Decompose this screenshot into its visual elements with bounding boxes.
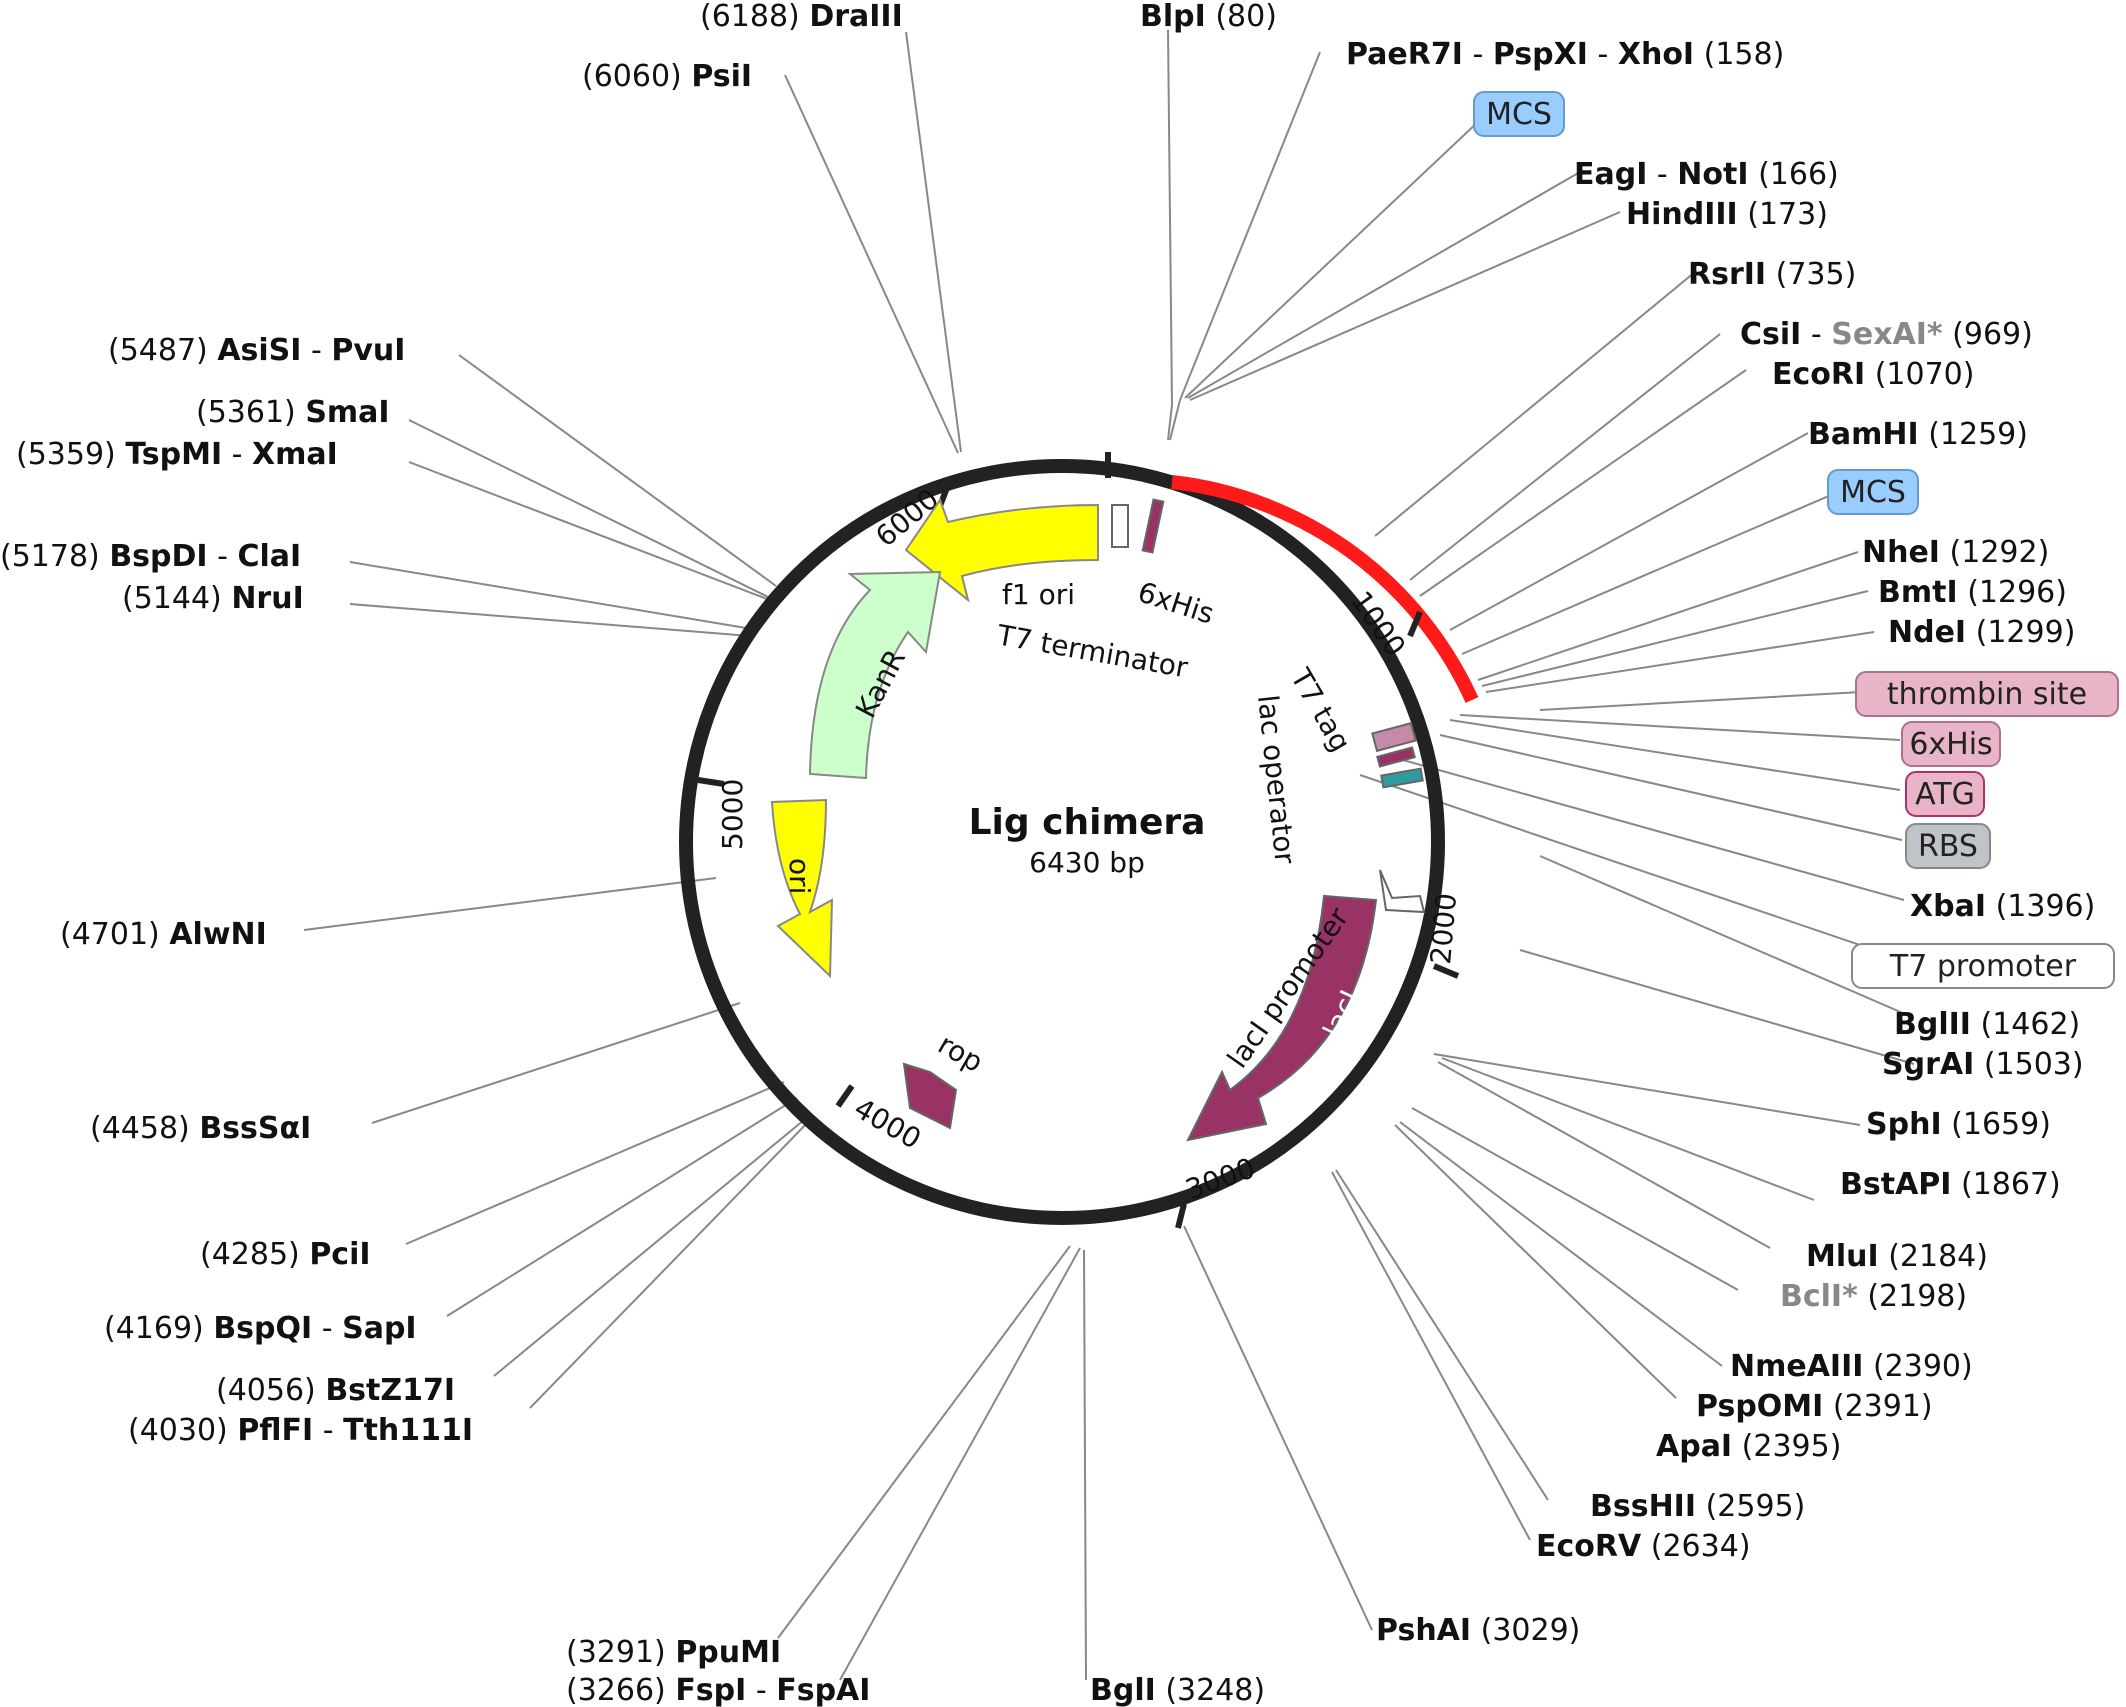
tick-label-2000: 2000 [1424,892,1463,966]
t7-tag-feature [1371,721,1417,753]
his-inner-label: 6xHis [1134,575,1218,630]
mcs-box-top-label: MCS [1486,97,1552,132]
site-smai: (5361) SmaI [196,395,390,430]
site-rsrii: RsrII (735) [1688,257,1856,292]
feature-boxes: MCS MCS thrombin site 6xHis ATG RBS T7 p… [1473,91,2119,989]
site-psii: (6060) PsiI [582,59,752,94]
site-asisi-pvui: (5487) AsiSI - PvuI [108,333,405,368]
plasmid-length: 6430 bp [1029,846,1145,879]
site-nrui: (5144) NruI [122,581,304,616]
site-bspdi-clai: (5178) BspDI - ClaI [0,539,301,574]
ori-arrow [770,798,834,979]
site-draiii: (6188) DraIII [700,0,903,34]
site-fspi-fspai: (3266) FspI - FspAI [566,1673,870,1707]
site-alwni: (4701) AlwNI [60,917,267,952]
site-tspmi-xmai: (5359) TspMI - XmaI [16,437,338,472]
site-pcii: (4285) PciI [200,1237,371,1272]
site-bsshii: BssHII (2595) [1590,1489,1805,1524]
site-bstapi: BstAPI (1867) [1840,1167,2061,1202]
site-sphi: SphI (1659) [1866,1107,2051,1142]
sites-left: (6188) DraIII (6060) PsiI (5487) AsiSI -… [0,0,903,1707]
f1-ori-arrow [904,497,1099,603]
insert-arc [1171,475,1479,703]
f1-ori-label: f1 ori [1002,578,1075,611]
site-bgli: BglI (3248) [1090,1673,1265,1707]
site-ndei: NdeI (1299) [1888,615,2075,650]
site-hindiii: HindIII (173) [1626,197,1828,232]
rbs-box-label: RBS [1918,829,1978,864]
t7-promoter-box [1851,943,2115,989]
site-bamhi: BamHI (1259) [1808,417,2028,452]
atg-box-label: ATG [1915,777,1975,812]
lac-operator-label: lac operator [1251,693,1302,866]
site-ecori: EcoRI (1070) [1772,357,1974,392]
rop-label: rop [933,1027,989,1078]
sites-right: BlpI (80) PaeR7I - PspXI - XhoI (158) Ea… [1090,0,2095,1707]
site-pflfi-tth111i: (4030) PflFI - Tth111I [128,1413,473,1448]
tick-marks [697,452,1460,1229]
site-ppumi: (3291) PpuMI [566,1635,781,1670]
lac-operator-feature [1380,767,1424,789]
leader-lines [303,29,1915,1681]
site-bsssai: (4458) BssSαI [90,1111,311,1146]
site-blpi: BlpI (80) [1140,0,1277,34]
site-xbai: XbaI (1396) [1910,889,2095,924]
site-ecorv: EcoRV (2634) [1536,1529,1751,1564]
tick-label-3000: 3000 [1181,1151,1259,1206]
tick-label-5000: 5000 [716,779,749,850]
thrombin-site-box-label: thrombin site [1887,677,2087,712]
rop-arrow [902,1062,958,1130]
kanr-arrow [808,570,942,780]
site-nmeaiii: NmeAIII (2390) [1730,1349,1973,1384]
site-apai: ApaI (2395) [1656,1429,1841,1464]
site-mlui: MluI (2184) [1806,1239,1988,1274]
site-eagi-noti: EagI - NotI (166) [1574,157,1839,192]
site-csii-sexai: CsiI - SexAI* (969) [1740,317,2033,352]
t7-terminator-label: T7 terminator [994,618,1191,684]
thrombin-site-box [1855,671,2119,717]
mcs-box-right [1827,469,1919,515]
site-pspomi: PspOMI (2391) [1696,1389,1933,1424]
site-paer7i-pspxi-xhoi: PaeR7I - PspXI - XhoI (158) [1346,37,1784,72]
mcs-box-right-label: MCS [1840,475,1906,510]
site-bstz17i: (4056) BstZ17I [216,1373,455,1408]
atg-box [1905,771,1985,817]
backbone-circle [679,459,1445,1225]
6xhis-top-box [1141,498,1165,554]
t7-tag-label: T7 tag [1283,662,1357,757]
t7-terminator-box [1111,504,1129,548]
ori-label: ori [783,858,816,894]
laci-promoter-arrow [1379,869,1426,914]
plasmid-name: Lig chimera [969,802,1206,843]
site-pshai: PshAI (3029) [1376,1613,1580,1648]
his-feature [1376,746,1416,768]
site-bspqi-sapi: (4169) BspQI - SapI [104,1311,417,1346]
mcs-box-top [1473,91,1565,137]
laci-arrow [1186,894,1378,1142]
t7-promoter-box-label: T7 promoter [1889,949,2077,984]
site-nhei: NheI (1292) [1862,535,2049,570]
rbs-box [1905,823,1991,869]
site-sgrai: SgrAI (1503) [1882,1047,2084,1082]
site-bglii: BglII (1462) [1894,1007,2080,1042]
site-bmti: BmtI (1296) [1878,575,2067,610]
his-box [1901,721,2001,767]
his-box-label: 6xHis [1909,727,1992,762]
site-bcli: BclI* (2198) [1780,1279,1967,1314]
